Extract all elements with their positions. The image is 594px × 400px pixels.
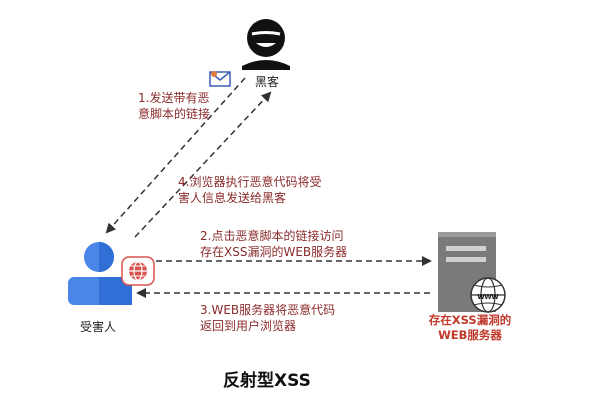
browser-globe-icon (121, 256, 155, 286)
server-label-line1: 存在XSS漏洞的 (428, 313, 512, 327)
hacker-icon (242, 19, 290, 70)
step-2-label: 2.点击恶意脚本的链接访问 存在XSS漏洞的WEB服务器 (200, 228, 347, 260)
step-3-label: 3.WEB服务器将恶意代码 返回到用户浏览器 (200, 302, 335, 334)
step-2-line2: 存在XSS漏洞的WEB服务器 (200, 245, 348, 259)
server-label-line2: WEB服务器 (438, 328, 502, 342)
step-3-line1: 3.WEB服务器将恶意代码 (200, 303, 336, 317)
step-1-line2: 意脚本的链接 (138, 107, 211, 121)
server-label: 存在XSS漏洞的 WEB服务器 (418, 313, 522, 343)
step-4-line1: 4.浏览器执行恶意代码将受 (178, 175, 322, 189)
diagram-title: 反射型XSS (223, 371, 311, 391)
www-globe-icon: www (470, 277, 506, 313)
arrow-step-4 (134, 91, 272, 238)
step-1-line1: 1.发送带有恶 (138, 91, 210, 105)
svg-text:www: www (476, 291, 499, 301)
step-4-line2: 害人信息发送给黑客 (178, 191, 287, 205)
victim-icon (68, 242, 132, 305)
hacker-label: 黑客 (255, 75, 280, 89)
step-2-line1: 2.点击恶意脚本的链接访问 (200, 229, 344, 243)
step-4-label: 4.浏览器执行恶意代码将受 害人信息发送给黑客 (178, 174, 321, 206)
arrow-step-1 (105, 77, 246, 234)
envelope-icon (209, 71, 231, 87)
step-3-line2: 返回到用户浏览器 (200, 319, 297, 333)
step-1-label: 1.发送带有恶 意脚本的链接 (138, 90, 210, 122)
victim-label: 受害人 (80, 320, 117, 334)
